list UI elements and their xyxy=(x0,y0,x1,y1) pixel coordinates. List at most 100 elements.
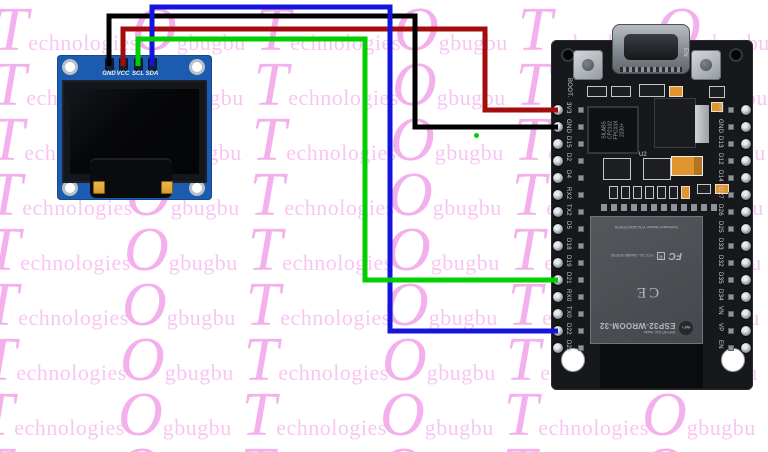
esp32-left-pin-label: D18 xyxy=(565,238,571,250)
esp32-mounting-hole xyxy=(729,48,743,62)
transistor xyxy=(643,158,671,180)
esp32-left-pin-rx0 xyxy=(553,292,563,302)
transistor xyxy=(603,158,631,180)
esp32-right-pad xyxy=(728,345,734,351)
smd-resistor xyxy=(669,186,678,199)
esp32-right-pin-vin xyxy=(741,105,751,115)
esp32-left-pin-label: D2 xyxy=(565,153,571,162)
stray-green-dot xyxy=(474,133,479,138)
esp32-left-pin-d22 xyxy=(553,326,563,336)
esp32-left-pin-3v3 xyxy=(553,105,563,115)
esp32-left-pin-d23 xyxy=(553,343,563,353)
esp32-right-pad xyxy=(728,260,734,266)
boot-button-cap xyxy=(582,59,594,71)
esp32-right-pin-label: D35 xyxy=(717,272,723,284)
esp32-right-pad xyxy=(728,124,734,130)
esp32-left-pin-label: 3V3 xyxy=(565,102,571,114)
smd-resistor xyxy=(657,186,666,199)
esp32-left-pin-label: D23 xyxy=(565,340,571,352)
smd-resistor xyxy=(681,186,690,199)
oled-pin-sda xyxy=(147,58,157,71)
esp32-left-pin-gnd xyxy=(553,122,563,132)
esp32-right-pin-d25 xyxy=(741,224,751,234)
esp32-left-pad xyxy=(578,260,584,266)
esp32-left-pin-label: RX2 xyxy=(565,187,571,200)
en-label: EN xyxy=(682,48,688,57)
module-antenna-area xyxy=(600,344,703,388)
esp32-left-pin-d2 xyxy=(553,156,563,166)
esp32-mounting-hole xyxy=(561,348,585,372)
esp32-right-pin-label: D13 xyxy=(717,136,723,148)
esp32-wroom-module: WiFi WiFi+BT SoC Inside ESP32-WROOM-32 C… xyxy=(590,216,703,344)
oled-pin-label: SDA xyxy=(145,71,159,77)
smd-component xyxy=(669,86,683,97)
usb-c-connector xyxy=(612,24,690,74)
esp32-right-pin-gnd xyxy=(741,122,751,132)
en-button xyxy=(691,50,721,80)
esp32-left-pin-label: D22 xyxy=(565,323,571,335)
oled-pin-label: VCC xyxy=(116,71,130,77)
esp32-right-pin-label: D34 xyxy=(717,289,723,301)
esp32-right-pad xyxy=(728,243,734,249)
esp32-left-pin-tx0 xyxy=(553,309,563,319)
usb-shell-notches xyxy=(620,67,682,72)
esp32-left-pin-d15 xyxy=(553,139,563,149)
esp32-right-pin-label: GND xyxy=(717,119,723,134)
esp32-right-pin-label: VN xyxy=(717,306,723,315)
smd-resistor xyxy=(645,186,654,199)
fcc-r-mark: R xyxy=(657,251,665,260)
ce-mark: CE xyxy=(633,283,660,300)
smd-resistor xyxy=(621,186,630,199)
voltage-regulator xyxy=(654,98,709,148)
esp32-left-pin-d18 xyxy=(553,241,563,251)
oled-mounting-hole xyxy=(62,59,78,75)
chip-line3: FPC03X xyxy=(613,120,619,140)
esp32-left-pin-d4 xyxy=(553,173,563,183)
esp32-right-pin-en xyxy=(741,343,751,353)
oled-pin-vcc xyxy=(118,58,128,71)
esp32-right-pad xyxy=(728,226,734,232)
esp32-left-pin-label: GND xyxy=(565,119,571,134)
smd-component xyxy=(697,184,711,194)
esp32-left-pad xyxy=(578,124,584,130)
esp32-left-pad xyxy=(578,311,584,317)
chip-part: CP2102 xyxy=(607,120,613,140)
fcc-id-text: FCC ID: 2AM80-ESP32 xyxy=(611,253,654,259)
esp32-left-pin-label: RX0 xyxy=(565,289,571,302)
esp32-left-pin-d21 xyxy=(553,275,563,285)
esp32-right-pad xyxy=(728,192,734,198)
module-name: ESP32-WROOM-32 xyxy=(599,321,676,331)
esp32-right-pin-label: D14 xyxy=(717,170,723,182)
smd-resistor xyxy=(609,186,618,199)
esp32-right-pin-d27 xyxy=(741,190,751,200)
chip-line4: 2230+ xyxy=(619,122,625,138)
smd-component xyxy=(587,86,607,97)
oled-pin-gnd xyxy=(104,58,114,71)
smd-component xyxy=(639,84,665,97)
esp32-left-pin-label: TX2 xyxy=(565,204,571,216)
oled-pin-scl xyxy=(133,58,143,71)
esp32-right-pin-d32 xyxy=(741,258,751,268)
oled-gold-contact xyxy=(93,181,105,194)
en-button-cap xyxy=(700,59,712,71)
esp32-right-pin-d14 xyxy=(741,173,751,183)
esp32-right-pin-label: D33 xyxy=(717,238,723,250)
oled-pin-label: SCL xyxy=(132,71,144,77)
esp32-right-pin-d26 xyxy=(741,207,751,217)
boot-label: BOOT. xyxy=(566,78,572,98)
smd-component xyxy=(715,184,729,194)
esp32-right-pin-vp xyxy=(741,326,751,336)
tantalum-capacitor xyxy=(671,156,703,176)
esp32-right-pad xyxy=(728,328,734,334)
esp32-left-pin-label: D4 xyxy=(565,170,571,179)
oled-pin-label: GND xyxy=(102,71,116,77)
esp32-right-pin-d33 xyxy=(741,241,751,251)
